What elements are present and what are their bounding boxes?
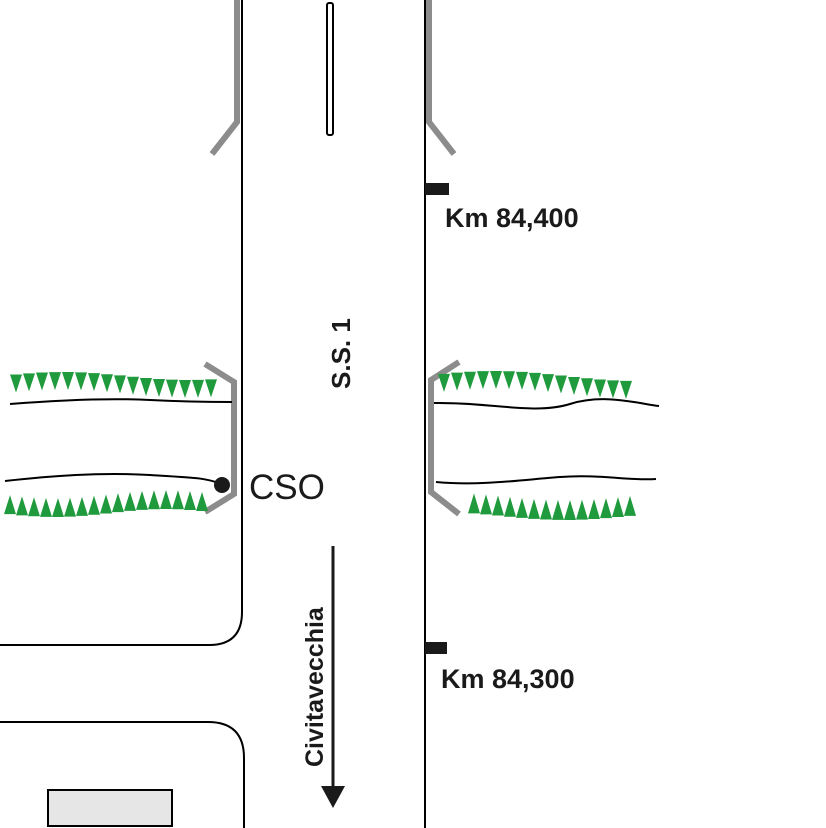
vegetation-left-lower-triangle [100,494,112,514]
vegetation-left-lower-triangle [52,497,64,517]
vegetation-right-upper-triangle [581,378,593,397]
arrow-down-icon [321,546,345,808]
creek-bank-right-upper [433,398,660,410]
vegetation-left-upper-triangle [153,378,165,397]
vegetation-left-upper-triangle [23,373,35,392]
vegetation-left-lower-triangle [172,490,184,510]
vegetation-left-upper-triangle [192,379,204,398]
vegetation-left-lower-triangle [184,490,196,510]
vegetation-left-lower-triangle [16,496,28,516]
vegetation-right-lower-triangle [492,495,504,516]
road-edges [0,0,426,828]
km-marker-lower-icon [425,642,447,654]
vegetation-right-lower-triangle [588,499,600,520]
creek-bank-right-lower [435,475,657,485]
guardrails [203,0,461,517]
vegetation-left-upper-triangle [166,379,178,398]
vegetation-rows [4,371,636,520]
vegetation-left-upper-triangle [36,372,48,391]
creek-bank-left-upper [9,398,233,405]
vegetation-left-lower-triangle [64,497,76,517]
direction-label: Civitavecchia [301,606,329,767]
vegetation-right-upper-triangle [477,371,489,390]
vegetation-right-upper-triangle [438,373,450,392]
vegetation-right-lower-triangle [540,499,552,520]
vegetation-left-lower-triangle [136,490,148,510]
vegetation-right-lower-triangle [612,497,624,518]
vegetation-right-upper-triangle [464,371,476,390]
vegetation-left-upper-triangle [114,375,126,394]
cso-label: CSO [249,468,325,507]
creek-bank-left-lower [4,472,223,485]
vegetation-left-upper-triangle [62,372,74,391]
creek-banks [4,398,660,485]
vegetation-left-upper-triangle [10,374,22,393]
guardrail-top-right [426,0,457,156]
vegetation-right-lower-triangle [624,495,636,516]
vegetation-left-upper-triangle [205,379,217,398]
median-island [326,2,334,136]
vegetation-right-upper-triangle [542,374,554,393]
road-name-label: S.S. 1 [326,318,356,389]
vegetation-right-lower-triangle [576,499,588,520]
vegetation-right-upper-triangle [555,375,567,394]
vegetation-left-lower-triangle [160,490,172,510]
vegetation-left-lower-triangle [4,495,16,515]
side-road-lower-edge [0,721,245,828]
guardrail-culvert-right [428,359,461,517]
vegetation-left-upper-triangle [127,376,139,395]
cso-dot-icon [214,477,230,493]
vegetation-left-lower-triangle [124,491,136,511]
vegetation-right-upper-triangle [607,380,619,399]
vegetation-left-upper-triangle [75,372,87,391]
vegetation-right-upper-triangle [594,379,606,398]
vegetation-left-upper-triangle [49,372,61,391]
vegetation-left-lower-triangle [40,497,52,517]
vegetation-left-lower-triangle [148,490,160,510]
vegetation-right-upper-triangle [451,372,463,391]
building [47,789,173,827]
vegetation-right-lower-triangle [504,496,516,517]
km-marker-lower-label: Km 84,300 [441,664,575,694]
guardrail-culvert-left [203,361,237,515]
vegetation-left-lower-triangle [88,495,100,515]
vegetation-right-lower-triangle [564,499,576,520]
vegetation-left-upper-triangle [88,373,100,392]
vegetation-right-lower-triangle [480,494,492,515]
vegetation-right-lower-triangle [552,499,564,520]
km-marker-upper-icon [425,183,449,195]
vegetation-right-lower-triangle [600,498,612,519]
vegetation-right-upper-triangle [529,372,541,391]
vegetation-right-upper-triangle [568,376,580,395]
vegetation-right-upper-triangle [490,371,502,390]
vegetation-right-upper-triangle [620,380,632,399]
vegetation-right-upper-triangle [503,371,515,390]
km-marker-upper-label: Km 84,400 [445,203,579,233]
guardrail-top-left [209,0,240,156]
vegetation-right-upper-triangle [516,371,528,390]
vegetation-left-lower-triangle [196,492,208,512]
vegetation-left-lower-triangle [28,497,40,517]
vegetation-right-lower-triangle [468,493,480,514]
left-road-edge [0,0,243,646]
vegetation-left-lower-triangle [76,496,88,516]
vegetation-right-lower-triangle [516,497,528,518]
vegetation-left-upper-triangle [179,379,191,398]
vegetation-left-upper-triangle [101,374,113,393]
vegetation-left-upper-triangle [140,377,152,396]
vegetation-left-lower-triangle [112,493,124,513]
vegetation-right-lower-triangle [528,498,540,519]
